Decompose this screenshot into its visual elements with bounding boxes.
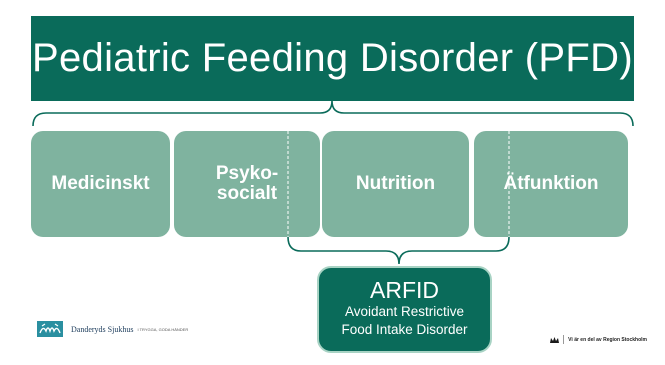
domain-label-line2: socialt [216,183,278,204]
top-brace [32,100,634,127]
region-separator [563,335,565,344]
arfid-line1: Avoidant Restrictive [344,304,465,320]
hospital-name: Danderyds Sjukhus [71,324,134,334]
domain-medicinskt: Medicinskt [31,131,170,237]
arfid-line2: Food Intake Disorder [341,321,468,337]
domain-nutrition: Nutrition [322,131,469,237]
domain-label: Ätfunktion [503,173,599,195]
arfid-title: ARFID [370,277,439,303]
domain-psykosocialt: Psyko- socialt [174,131,320,237]
domain-atfunktion: Ätfunktion [474,131,628,237]
bottom-brace [287,236,510,265]
region-logo: Vi är en del av Region Stockholm [550,335,647,344]
domain-label-line1: Psyko- [215,163,279,185]
domain-label: Medicinskt [51,173,150,195]
region-text: Vi är en del av Region Stockholm [568,336,647,343]
hospital-emblem-icon [37,321,63,337]
arfid-box: ARFID Avoidant Restrictive Food Intake D… [317,266,492,353]
hospital-logo: Danderyds Sjukhus I TRYGGA, GODA HÄNDER [37,321,188,337]
domain-label: Psyko- socialt [216,164,278,204]
domain-label: Nutrition [355,173,436,195]
region-crown-icon [550,336,560,343]
diagram-title: Pediatric Feeding Disorder (PFD) [31,16,634,101]
hospital-tagline: I TRYGGA, GODA HÄNDER [137,326,189,332]
